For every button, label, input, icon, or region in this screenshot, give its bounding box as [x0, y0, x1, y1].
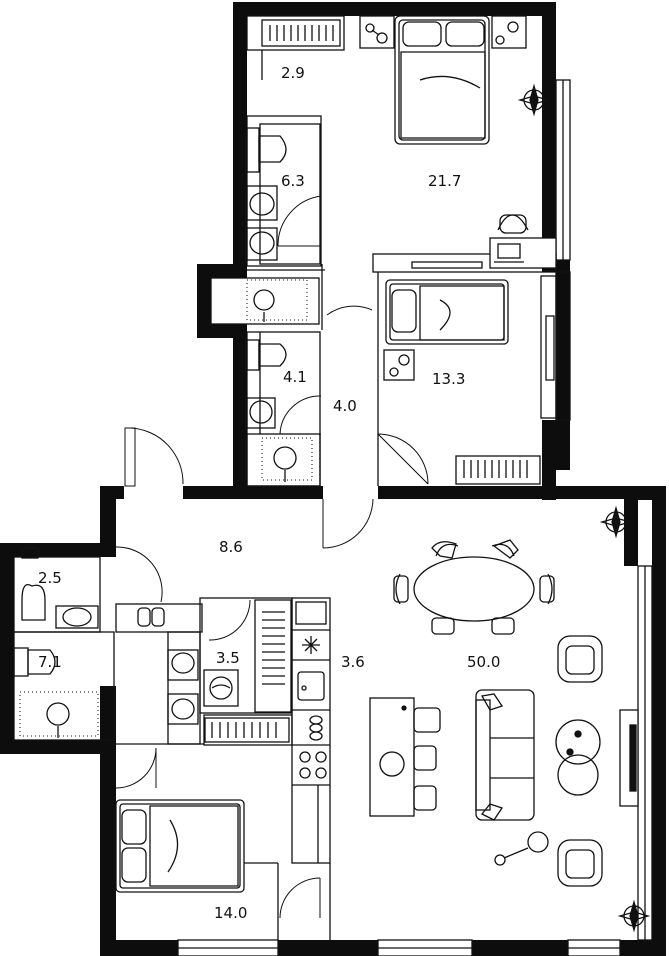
wardrobe-icon: [137, 607, 290, 743]
room-area-hall-main: 8.6: [219, 538, 243, 556]
room-area-toilet: 2.5: [38, 569, 62, 587]
room-area-kitchen-corridor: 3.6: [341, 653, 365, 671]
bed-icon: [394, 15, 490, 145]
room-area-bedroom-bottom: 14.0: [214, 904, 247, 922]
room-area-bathroom-top: 6.3: [281, 172, 305, 190]
wardrobe-icon: [455, 315, 555, 485]
sink-icon: [55, 185, 278, 725]
room-area-bedroom-kid: 13.3: [432, 370, 465, 388]
stove-icon: [299, 715, 327, 779]
lamp-icon: [494, 831, 549, 866]
table-icon: [369, 697, 441, 817]
windows: [177, 79, 653, 956]
shower-icon: [19, 279, 313, 738]
room-area-bathroom-bottom: 7.1: [38, 653, 62, 671]
tv-icon: [619, 709, 639, 807]
room-area-master-bedroom: 21.7: [428, 172, 461, 190]
sofa-icon: [475, 689, 535, 821]
bed-icon: [115, 799, 245, 893]
room-area-hall-top: 4.0: [333, 397, 357, 415]
room-area-laundry: 3.5: [216, 649, 240, 667]
lamp-icon: [383, 349, 415, 381]
compass-icon: [599, 505, 651, 933]
doors: [115, 195, 429, 919]
room-area-living-room: 50.0: [467, 653, 500, 671]
sink-icon: [297, 671, 325, 701]
armchair-icon: [557, 635, 603, 887]
lamp-icon: [359, 15, 527, 49]
fridge-icon: [295, 601, 327, 654]
table-icon: [393, 539, 555, 635]
compass-icon: [517, 83, 551, 117]
wardrobe-icon: [261, 19, 341, 47]
room-labels: 2.9 21.7 6.3 4.1 4.0 13.3 8.6 2.5 7.1 3.…: [38, 64, 500, 922]
washing-machine-icon: [203, 611, 285, 707]
bed-icon: [385, 279, 509, 345]
room-area-bathroom-middle: 4.1: [283, 368, 307, 386]
toilet-icon: [13, 127, 287, 677]
table-icon: [411, 214, 557, 269]
table-icon: [555, 719, 601, 796]
room-area-wardrobe-top: 2.9: [281, 64, 305, 82]
